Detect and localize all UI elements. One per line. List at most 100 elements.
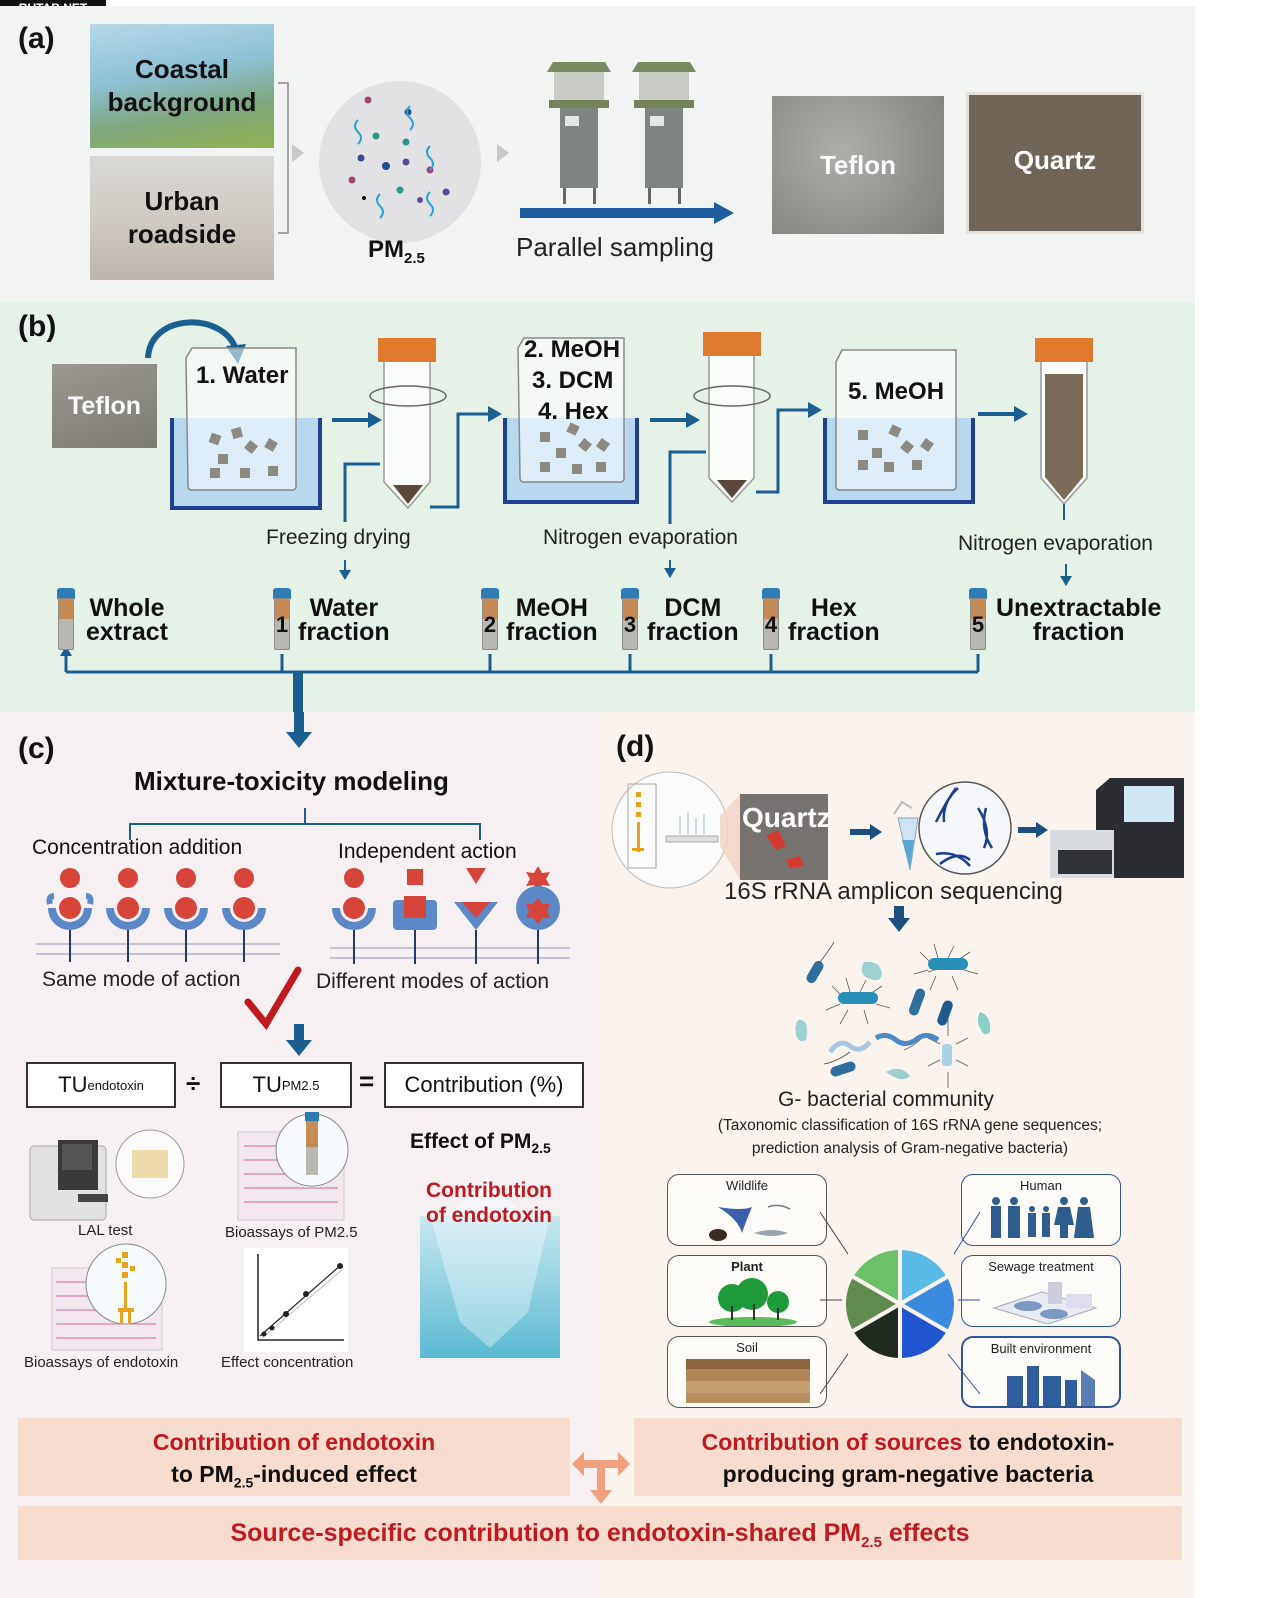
equals-symbol: = bbox=[359, 1066, 375, 1096]
banner-left-sub: 2.5 bbox=[233, 1474, 254, 1491]
method-lal-test: LAL test bbox=[78, 1222, 133, 1239]
community-desc-line2: prediction analysis of Gram-negative bac… bbox=[751, 1140, 1069, 1157]
source-label: Wildlife bbox=[726, 1178, 768, 1193]
teflon-filter: Teflon bbox=[772, 96, 944, 234]
fraction-line2: fraction bbox=[788, 618, 880, 646]
sampler-1 bbox=[547, 62, 611, 204]
arrow-right-icon bbox=[497, 144, 509, 162]
sequencing-label: 16S rRNA amplicon sequencing bbox=[724, 878, 1063, 905]
beaker-3-label: 5. MeOH bbox=[848, 378, 945, 405]
sewage-treatment-icon bbox=[992, 1282, 1098, 1324]
effect-of-pm25-title: Effect of PM2.5 bbox=[410, 1130, 551, 1156]
fraction-line1: Whole bbox=[89, 594, 165, 622]
method-effect-concentration: Effect concentration bbox=[221, 1354, 354, 1371]
extraction-flow-graphics bbox=[60, 319, 1093, 712]
fraction-line1: Hex bbox=[810, 594, 857, 622]
mixture-toxicity-title: Mixture-toxicity modeling bbox=[134, 766, 449, 796]
source-plant: Plant bbox=[667, 1255, 827, 1327]
banner-right-red: Contribution of sources bbox=[701, 1429, 963, 1455]
banner-right-black-2: producing gram-negative bacteria bbox=[722, 1461, 1094, 1487]
panel-c-label: (c) bbox=[18, 732, 55, 765]
beaker-2-labels: 2. MeOH 3. DCM 4. Hex bbox=[524, 334, 620, 427]
fraction-line2: fraction bbox=[506, 618, 598, 646]
divide-symbol: ÷ bbox=[186, 1068, 201, 1098]
source-built-environment: Built environment bbox=[961, 1336, 1121, 1408]
different-modes-caption: Different modes of action bbox=[316, 970, 550, 993]
fraction-line2: extract bbox=[86, 618, 168, 646]
vial-whole-extract bbox=[57, 588, 75, 650]
panel-b: (b) Teflon bbox=[0, 302, 1195, 712]
lal-instrument-icon bbox=[29, 1129, 185, 1221]
human-icon bbox=[991, 1197, 1094, 1238]
panel-b-label: (b) bbox=[18, 310, 57, 343]
wildlife-icon bbox=[709, 1204, 791, 1241]
concentration-addition-title: Concentration addition bbox=[32, 836, 243, 859]
air-samplers bbox=[547, 62, 696, 204]
teflon-filter-label: Teflon bbox=[819, 149, 897, 180]
source-specific-banner: Source-specific contribution to endotoxi… bbox=[18, 1506, 1182, 1560]
banner-bottom: Source-specific contribution to endotoxi… bbox=[230, 1519, 969, 1551]
endotoxin-contribution-banner: Contribution of endotoxin to PM2.5-induc… bbox=[18, 1418, 570, 1496]
banner-right-line1: Contribution of sources to endotoxin- bbox=[634, 1426, 1182, 1458]
tu-text: TU bbox=[58, 1072, 88, 1097]
community-title: G- bacterial community bbox=[778, 1088, 994, 1111]
sampler-2 bbox=[632, 62, 696, 204]
same-mode-caption: Same mode of action bbox=[42, 968, 241, 991]
solvent-meoh: 2. MeOH bbox=[524, 336, 621, 363]
step-freezing-drying: Freezing drying bbox=[266, 526, 411, 549]
panel-c: (c) Mixture-toxicity modeling Concentrat… bbox=[0, 712, 600, 1598]
built-environment-icon bbox=[1007, 1366, 1095, 1406]
pm-subscript: 2.5 bbox=[404, 249, 425, 267]
pie-slice-human bbox=[898, 1245, 952, 1308]
step-nitrogen-evaporation-1: Nitrogen evaporation bbox=[543, 526, 738, 549]
step-nitrogen-evaporation-2: Nitrogen evaporation bbox=[958, 532, 1153, 555]
parallel-arrow-icon bbox=[520, 202, 734, 224]
effect-title-subscript: 2.5 bbox=[531, 1140, 551, 1157]
iceberg-text-2: of endotoxin bbox=[426, 1204, 552, 1227]
quartz-sample-label: Quartz bbox=[742, 802, 831, 833]
ca-receptors bbox=[36, 868, 280, 962]
modeling-bracket bbox=[129, 808, 481, 840]
pm25-label: PM2.5 bbox=[368, 236, 425, 267]
independent-action-title: Independent action bbox=[338, 840, 517, 863]
source-wildlife: Wildlife bbox=[667, 1174, 827, 1246]
parallel-sampling-label: Parallel sampling bbox=[516, 232, 714, 262]
vial-hex-fraction: 4 bbox=[762, 588, 780, 650]
sequencing-workflow-graphics bbox=[611, 771, 1184, 889]
source-label: Plant bbox=[731, 1259, 763, 1274]
source-label: Sewage treatment bbox=[988, 1259, 1094, 1274]
bacteria-illustration bbox=[795, 941, 991, 1088]
endotoxin-bioassay-icon bbox=[51, 1243, 167, 1351]
panel-a-label: (a) bbox=[18, 22, 55, 55]
banner-right-black-1: to endotoxin- bbox=[962, 1429, 1115, 1455]
contribution-box: Contribution (%) bbox=[384, 1062, 584, 1108]
teflon-filter-small: Teflon bbox=[52, 364, 157, 448]
iceberg-contribution-label: Contribution of endotoxin bbox=[424, 1178, 554, 1228]
effect-title-text: Effect of PM bbox=[410, 1130, 532, 1153]
soil-icon bbox=[686, 1359, 810, 1403]
banner-left-pre: to PM bbox=[171, 1461, 234, 1487]
banner-bottom-pre: Source-specific contribution to endotoxi… bbox=[230, 1519, 862, 1547]
quartz-filter-label: Quartz bbox=[1013, 145, 1097, 175]
vial-number: 5 bbox=[971, 612, 985, 637]
iceberg-text-1: Contribution bbox=[426, 1179, 552, 1202]
iceberg-icon bbox=[420, 1176, 560, 1358]
vial-dcm-fraction: 3 bbox=[621, 588, 639, 650]
ia-receptors bbox=[330, 866, 570, 964]
bidirectional-arrow-icon bbox=[572, 1452, 630, 1504]
beaker-1-label: 1. Water bbox=[196, 362, 289, 389]
banner-left-post: -induced effect bbox=[253, 1461, 417, 1487]
fraction-line2: fraction bbox=[1032, 618, 1125, 646]
source-pie-chart bbox=[820, 1212, 980, 1395]
source-sewage-treatment: Sewage treatment bbox=[961, 1255, 1121, 1327]
vial-number: 3 bbox=[623, 612, 637, 637]
pm-particles-circle bbox=[319, 81, 481, 243]
